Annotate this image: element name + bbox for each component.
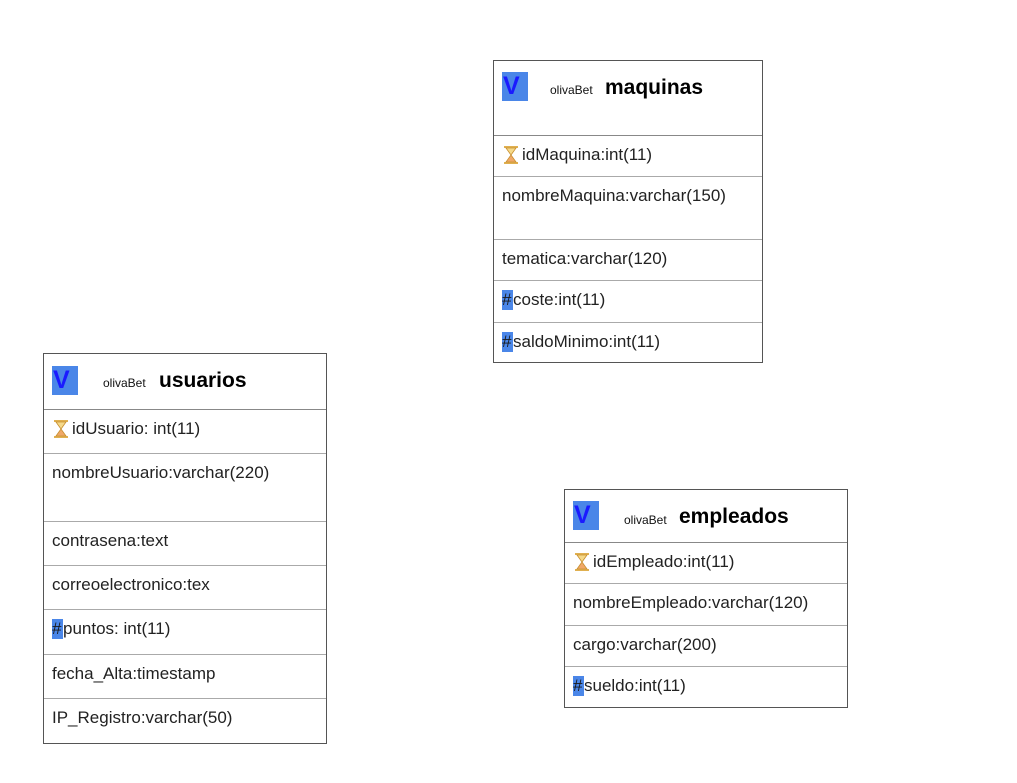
- field-row[interactable]: correoelectronico:tex: [44, 566, 326, 610]
- field-row[interactable]: idUsuario: int(11): [44, 410, 326, 454]
- field-row[interactable]: tematica:varchar(120): [494, 240, 762, 281]
- schema-name: olivaBet: [624, 513, 667, 527]
- table-usuarios[interactable]: V olivaBet usuarios idUsuario: int(11) n…: [43, 353, 327, 744]
- field-row[interactable]: idMaquina:int(11): [494, 136, 762, 177]
- table-header: V olivaBet empleados: [565, 490, 847, 543]
- field-label: puntos: int(11): [63, 619, 171, 638]
- table-empleados[interactable]: V olivaBet empleados idEmpleado:int(11) …: [564, 489, 848, 708]
- field-row[interactable]: cargo:varchar(200): [565, 626, 847, 667]
- field-row[interactable]: idEmpleado:int(11): [565, 543, 847, 584]
- hourglass-icon: [575, 553, 589, 571]
- field-label: fecha_Alta:timestamp: [52, 664, 216, 683]
- field-label: cargo:varchar(200): [573, 635, 717, 654]
- field-label: idUsuario: int(11): [72, 419, 201, 438]
- field-row[interactable]: nombreMaquina:varchar(150): [494, 177, 762, 240]
- field-label: idMaquina:int(11): [522, 145, 653, 164]
- table-title: empleados: [679, 505, 789, 528]
- view-badge-icon: V: [52, 366, 78, 395]
- field-row[interactable]: # coste:int(11): [494, 281, 762, 323]
- hash-icon: #: [502, 332, 513, 352]
- hourglass-icon: [54, 420, 68, 438]
- field-label: contrasena:text: [52, 531, 169, 550]
- field-label: sueldo:int(11): [584, 676, 686, 695]
- table-header: V olivaBet usuarios: [44, 354, 326, 410]
- field-row[interactable]: # saldoMinimo:int(11): [494, 323, 762, 363]
- field-label: IP_Registro:varchar(50): [52, 708, 233, 727]
- table-title: maquinas: [605, 76, 704, 99]
- field-row[interactable]: # sueldo:int(11): [565, 667, 847, 707]
- hash-icon: #: [573, 676, 584, 696]
- hash-icon: #: [502, 290, 513, 310]
- field-label: coste:int(11): [513, 290, 606, 309]
- table-title: usuarios: [159, 369, 247, 392]
- field-row[interactable]: nombreEmpleado:varchar(120): [565, 584, 847, 626]
- view-badge-icon: V: [573, 501, 599, 530]
- field-row[interactable]: contrasena:text: [44, 522, 326, 566]
- field-label: tematica:varchar(120): [502, 249, 668, 268]
- schema-name: olivaBet: [103, 376, 146, 390]
- field-row[interactable]: # puntos: int(11): [44, 610, 326, 655]
- field-row[interactable]: IP_Registro:varchar(50): [44, 699, 326, 743]
- field-label: idEmpleado:int(11): [593, 552, 735, 571]
- field-row[interactable]: nombreUsuario:varchar(220): [44, 454, 326, 522]
- field-label: correoelectronico:tex: [52, 575, 210, 594]
- table-maquinas[interactable]: V olivaBet maquinas idMaquina:int(11) no…: [493, 60, 763, 363]
- schema-name: olivaBet: [550, 83, 593, 97]
- field-label: nombreUsuario:varchar(220): [52, 463, 270, 482]
- field-label: nombreMaquina:varchar(150): [502, 186, 726, 205]
- table-header: V olivaBet maquinas: [494, 61, 762, 136]
- field-label: nombreEmpleado:varchar(120): [573, 593, 809, 612]
- field-row[interactable]: fecha_Alta:timestamp: [44, 655, 326, 699]
- view-badge-icon: V: [502, 72, 528, 101]
- hourglass-icon: [504, 146, 518, 164]
- field-label: saldoMinimo:int(11): [513, 332, 661, 351]
- hash-icon: #: [52, 619, 63, 639]
